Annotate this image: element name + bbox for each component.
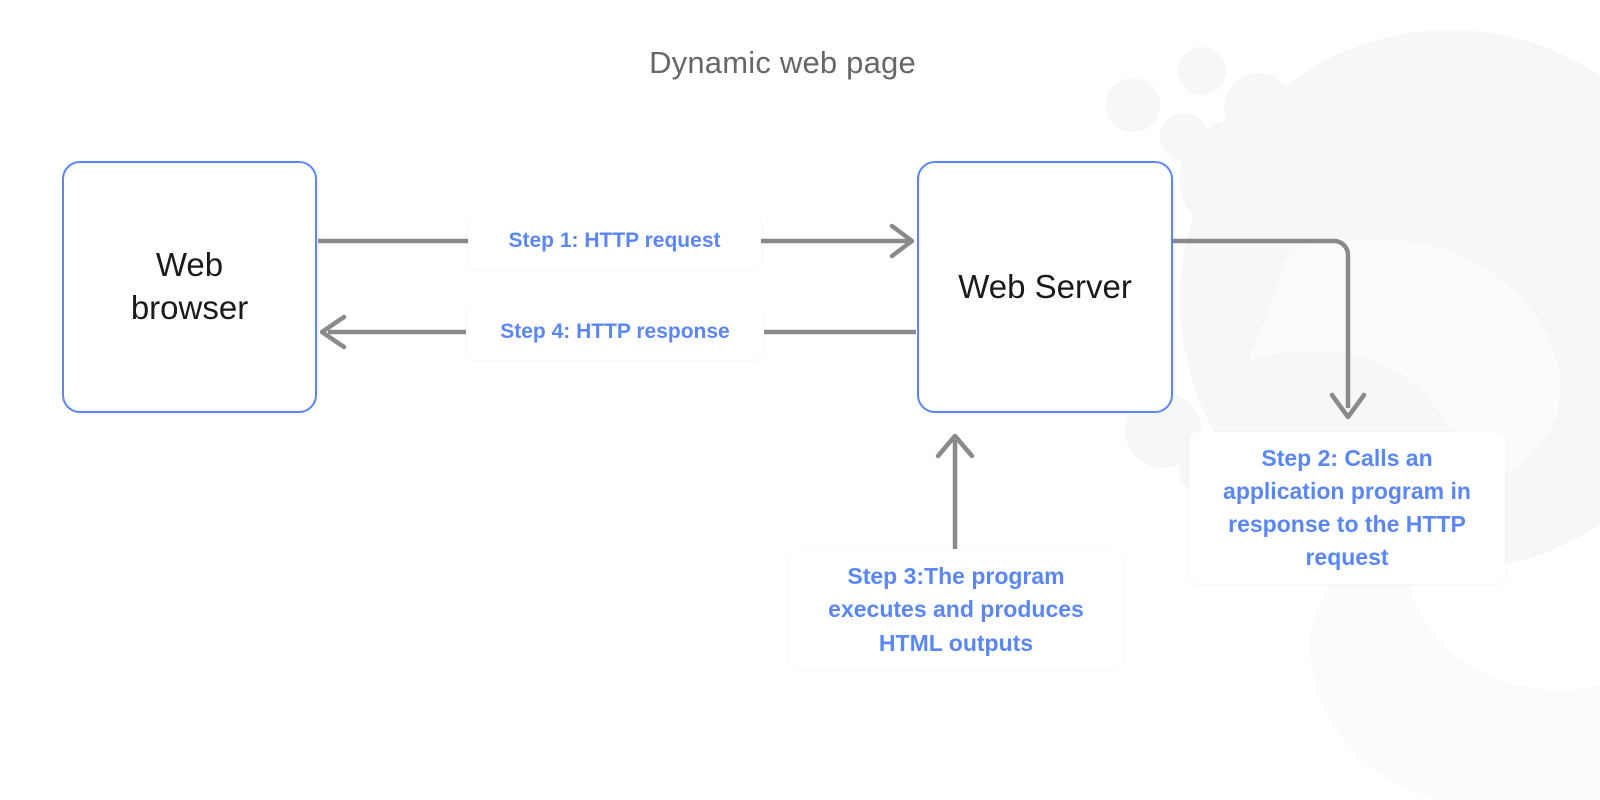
edge-label-step1[interactable]: Step 1: HTTP request bbox=[468, 214, 761, 269]
node-web-server[interactable]: Web Server bbox=[917, 161, 1173, 413]
edge-step2 bbox=[1172, 238, 1367, 420]
node-web-server-label: Web Server bbox=[958, 267, 1132, 305]
callout-step3[interactable]: Step 3:The program executes and produces… bbox=[790, 551, 1122, 669]
callout-step2[interactable]: Step 2: Calls an application program in … bbox=[1189, 432, 1505, 584]
edge-step3 bbox=[935, 433, 975, 549]
page-title: Dynamic web page bbox=[649, 45, 916, 80]
edge-label-step4[interactable]: Step 4: HTTP response bbox=[466, 305, 764, 360]
